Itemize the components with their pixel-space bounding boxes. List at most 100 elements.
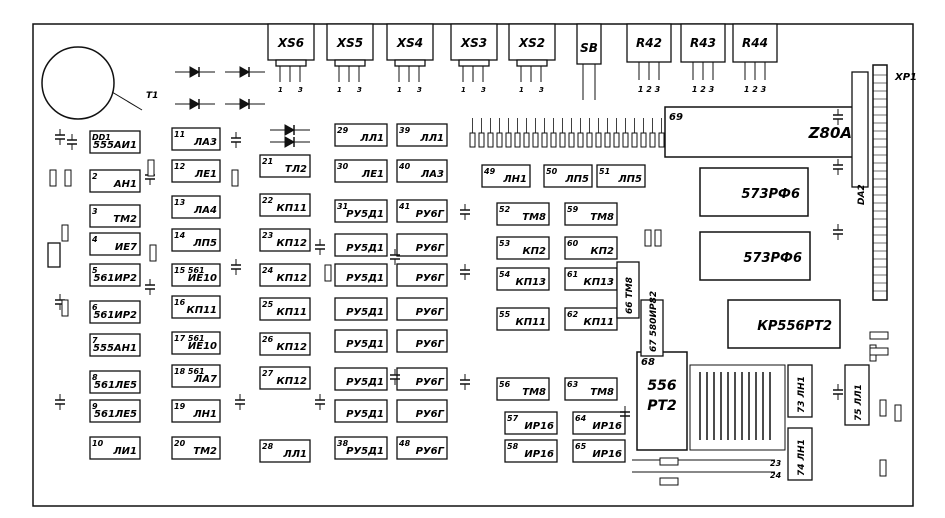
resistor-body bbox=[659, 457, 679, 466]
ic-chip bbox=[481, 164, 531, 188]
diode-symbol bbox=[239, 66, 251, 78]
resistor-body bbox=[659, 477, 679, 486]
ic-chip bbox=[334, 367, 388, 391]
resistor-body bbox=[496, 132, 503, 148]
resistor-body bbox=[631, 132, 638, 148]
chip-type: КП13 bbox=[584, 277, 615, 288]
switch-label: SB bbox=[580, 41, 598, 55]
large-ic-chip bbox=[636, 351, 688, 451]
chip-number: 31 bbox=[337, 202, 348, 211]
ic-chip bbox=[334, 159, 388, 183]
ic-chip bbox=[334, 123, 388, 147]
chip-type: РУ5Д1 bbox=[346, 377, 384, 388]
ic-chip bbox=[334, 399, 388, 423]
ic-chip bbox=[564, 307, 618, 331]
chip-number: 2 bbox=[92, 172, 98, 181]
chip-type: ТМ2 bbox=[113, 214, 137, 225]
ic-chip bbox=[171, 263, 221, 287]
resistor-body bbox=[231, 169, 239, 187]
top-resistor-r42 bbox=[626, 23, 672, 63]
pin-number: 1 bbox=[461, 86, 466, 94]
chip-type: РУ5Д1 bbox=[346, 307, 384, 318]
diode-symbol bbox=[189, 66, 201, 78]
chip-number: 64 bbox=[575, 414, 587, 423]
chip-type: РУ6Г bbox=[416, 209, 445, 220]
chip-type: КП11 bbox=[187, 305, 217, 316]
chip-number: 10 bbox=[92, 439, 104, 448]
ic-chip bbox=[596, 164, 646, 188]
ic-chip bbox=[259, 263, 311, 287]
chip-number: 28 bbox=[262, 442, 274, 451]
chip-type: ЛА7 bbox=[193, 374, 217, 385]
ic-chip bbox=[564, 236, 618, 260]
crystal-bq1 bbox=[47, 242, 61, 268]
chip-number: 9 bbox=[92, 402, 98, 411]
chip-number: 22 bbox=[262, 196, 274, 205]
chip-type: ТЛ2 bbox=[285, 164, 307, 175]
resistor-body bbox=[879, 399, 887, 417]
chip-number: 62 bbox=[567, 310, 579, 319]
chip-number: 69 bbox=[669, 112, 683, 123]
chip-type: КП2 bbox=[590, 246, 614, 257]
ic-chip bbox=[396, 263, 448, 287]
chip-type: КП11 bbox=[516, 317, 546, 328]
diode-symbol bbox=[284, 136, 296, 148]
resistor-body bbox=[640, 132, 647, 148]
chip-number: 59 bbox=[567, 205, 579, 214]
diode-symbol bbox=[284, 124, 296, 136]
ic-chip bbox=[496, 377, 550, 401]
chip-number: 15 561 bbox=[174, 266, 205, 275]
chip-number: 6 bbox=[92, 303, 98, 312]
connector-label: XS3 bbox=[460, 36, 487, 50]
chip-number: 58 bbox=[507, 442, 519, 451]
large-ic-chip bbox=[727, 299, 841, 349]
chip-type: ЛН1 bbox=[192, 409, 217, 420]
chip-type: РУ6Г bbox=[416, 409, 445, 420]
ic-chip bbox=[543, 164, 593, 188]
chip-type: РУ6Г bbox=[416, 339, 445, 350]
ic-chip bbox=[396, 297, 448, 321]
chip-number: 23 bbox=[262, 231, 274, 240]
chip-type: 66 ТМ8 bbox=[625, 277, 635, 314]
chip-type: ЛЛ1 bbox=[419, 133, 444, 144]
chip-type: РУ5Д1 bbox=[346, 446, 384, 457]
top-resistor-r43 bbox=[680, 23, 726, 63]
chip-type: 555АИ1 bbox=[93, 140, 137, 151]
ic-chip bbox=[564, 377, 618, 401]
resistor-body bbox=[147, 159, 155, 177]
ic-chip bbox=[89, 333, 141, 357]
connector-neck bbox=[458, 59, 490, 67]
chip-type: ЛА4 bbox=[193, 205, 217, 216]
pin-number: 1 2 3 bbox=[744, 85, 767, 94]
connector-neck bbox=[275, 59, 307, 67]
ic-chip bbox=[564, 202, 618, 226]
ic-chip bbox=[259, 366, 311, 390]
resistor-body bbox=[550, 132, 557, 148]
chip-type: ИЕ10 bbox=[188, 341, 217, 352]
chip-type: КП2 bbox=[522, 246, 546, 257]
large-ic-chip bbox=[699, 231, 811, 281]
chip-type: ЛЛ1 bbox=[359, 133, 384, 144]
chip-type: КП11 bbox=[584, 317, 614, 328]
chip-type: ЛЛ1 bbox=[282, 449, 307, 460]
vertical-ic-chip bbox=[640, 299, 664, 357]
resistor-body bbox=[149, 244, 157, 262]
resistor-body bbox=[478, 132, 485, 148]
ic-chip bbox=[572, 411, 626, 435]
chip-type: ТМ8 bbox=[522, 387, 546, 398]
chip-number: 8 bbox=[92, 373, 98, 382]
chip-type: ЛП5 bbox=[564, 174, 589, 185]
chip-number: 51 bbox=[599, 167, 610, 176]
diode-symbol bbox=[239, 98, 251, 110]
vertical-ic-chip bbox=[844, 364, 870, 426]
chip-number: 7 bbox=[92, 336, 98, 345]
chip-number: 12 bbox=[174, 162, 186, 171]
ic-chip bbox=[171, 195, 221, 219]
connector-neck bbox=[394, 59, 426, 67]
ic-chip bbox=[89, 436, 141, 460]
chip-type: ЛП5 bbox=[617, 174, 642, 185]
chip-type: 561ИР2 bbox=[93, 273, 137, 284]
diode-symbol bbox=[189, 98, 201, 110]
chip-type: ЛН1 bbox=[502, 174, 527, 185]
